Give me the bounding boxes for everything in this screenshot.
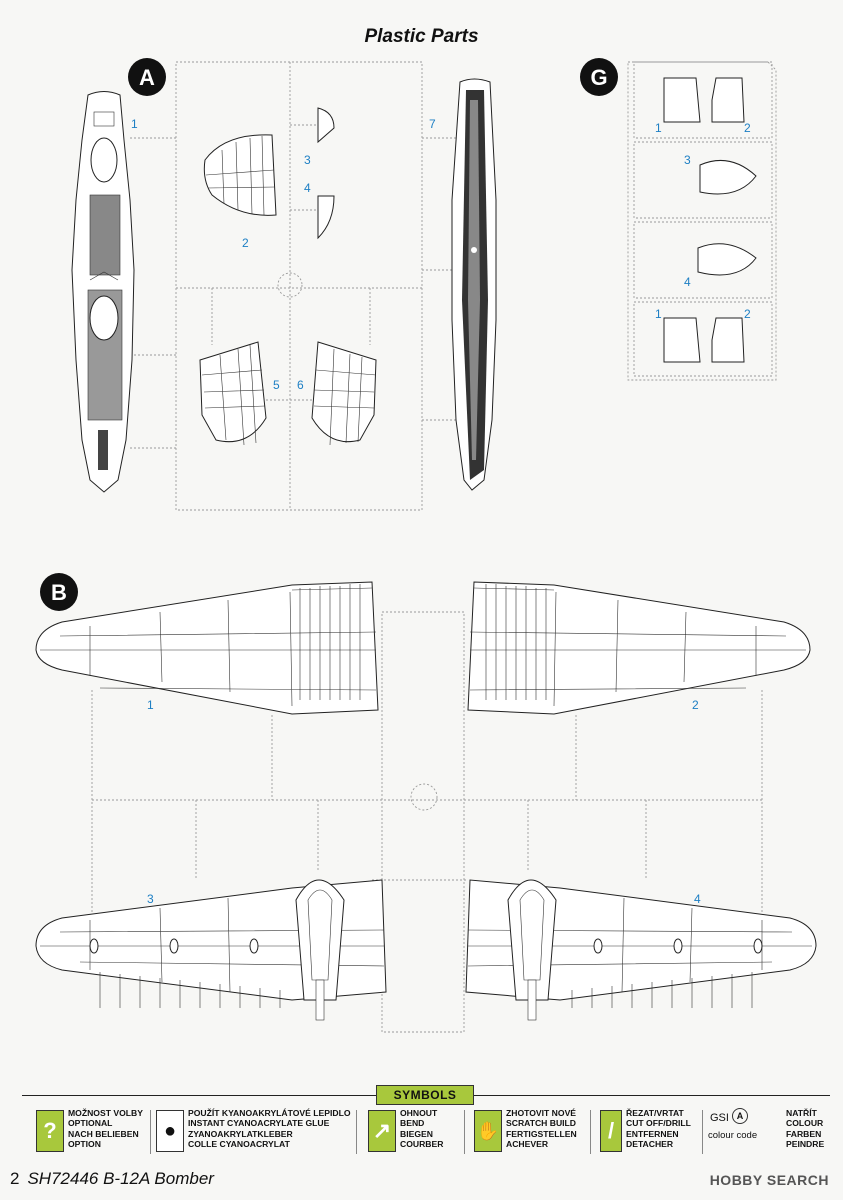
page-title: Plastic Parts xyxy=(364,26,479,47)
cut-icon: / xyxy=(600,1110,622,1152)
label-a1: 1 xyxy=(131,117,138,131)
label-a7: 7 xyxy=(429,117,436,131)
label-b2: 2 xyxy=(692,698,699,712)
label-a3: 3 xyxy=(304,153,311,167)
svg-text:B: B xyxy=(51,580,67,605)
label-b4: 4 xyxy=(694,892,701,906)
part-g3-nose xyxy=(699,159,757,195)
symbols-legend: SYMBOLS ? MOŽNOST VOLBY OPTIONAL NACH BE… xyxy=(22,1082,830,1162)
bend-arrow-icon: ↗ xyxy=(368,1110,396,1152)
label-g3: 3 xyxy=(684,153,691,167)
footer-product: 2 SH72446 B-12A Bomber xyxy=(10,1169,214,1189)
part-g4-nose xyxy=(697,243,757,276)
colour-code-badge-icon: A xyxy=(732,1108,748,1124)
sprue-g xyxy=(627,61,777,381)
label-b1: 1 xyxy=(147,698,154,712)
part-a2-shell xyxy=(203,134,277,216)
colour-code-label: colour code xyxy=(708,1130,758,1141)
label-g4: 4 xyxy=(684,275,691,289)
part-a6-panel xyxy=(311,341,377,443)
sprue-badge-a: A xyxy=(128,58,166,96)
sprue-badge-g: G xyxy=(580,58,618,96)
svg-text:A: A xyxy=(139,65,155,90)
part-b3-nacelle xyxy=(295,879,345,1001)
page-number: 2 xyxy=(10,1169,20,1188)
symbol-colour: GSI A colour code NATŘÍT COLOUR FARBEN P… xyxy=(708,1108,825,1150)
label-b3: 3 xyxy=(147,892,154,906)
gsi-label: GSI xyxy=(710,1112,729,1124)
part-g2-canopy xyxy=(711,77,745,123)
label-g2: 2 xyxy=(744,121,751,135)
sprue-a xyxy=(71,61,497,511)
label-a2: 2 xyxy=(242,236,249,250)
part-a5-panel xyxy=(199,341,267,443)
part-b1-wing xyxy=(35,581,379,715)
label-g2b: 2 xyxy=(744,307,751,321)
part-g1b-canopy xyxy=(663,317,701,363)
part-g1-canopy xyxy=(663,77,701,123)
part-a4 xyxy=(317,195,335,240)
hand-icon: ✋ xyxy=(474,1110,502,1152)
product-name: SH72446 B-12A Bomber xyxy=(27,1169,214,1188)
svg-text:G: G xyxy=(590,65,607,90)
part-g2b-canopy xyxy=(711,317,745,363)
part-b4-nacelle xyxy=(507,879,557,1001)
glue-drop-icon: ● xyxy=(156,1110,184,1152)
symbols-title: SYMBOLS xyxy=(376,1085,474,1105)
sprue-b xyxy=(35,581,817,1033)
watermark: HOBBY SEARCH xyxy=(709,1172,829,1188)
label-a6: 6 xyxy=(297,378,304,392)
sprue-badge-b: B xyxy=(40,573,78,611)
label-g1b: 1 xyxy=(655,307,662,321)
label-a4: 4 xyxy=(304,181,311,195)
part-b2-wing xyxy=(467,581,811,715)
label-g1: 1 xyxy=(655,121,662,135)
part-a3 xyxy=(317,107,335,144)
label-a5: 5 xyxy=(273,378,280,392)
question-icon: ? xyxy=(36,1110,64,1152)
